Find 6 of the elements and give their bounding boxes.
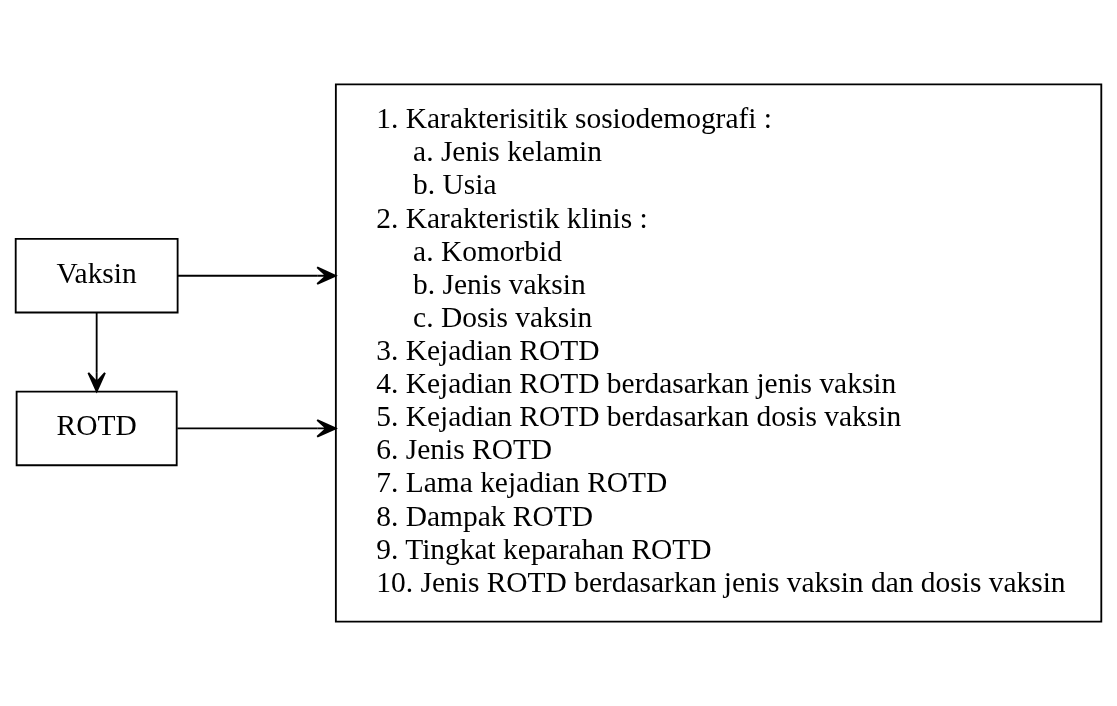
arrow bbox=[176, 419, 337, 438]
node-box: Vaksin bbox=[14, 238, 179, 314]
node-box: ROTD bbox=[15, 390, 178, 467]
arrow bbox=[87, 311, 106, 393]
node-box: 1. Karakterisitik sosiodemografi : a. Jenis kelamin b. Usia 2. Karakteristik klinis : a. Komorbid b. Jenis vaksin c. Dosis vaksin 3. Kejadian ROTD 4. Kejadian ROTD berdasarkan jenis vaksin 5. Kejadian ROTD berdasarkan dosis vaksin 6. Jenis ROTD 7. Lama kejadian ROTD 8. Dampak ROTD 9. Tingkat keparahan ROTD 10. Jenis ROTD berdasarkan jenis vaksin dan dosis vaksin bbox=[334, 83, 1103, 623]
arrow bbox=[177, 266, 337, 285]
